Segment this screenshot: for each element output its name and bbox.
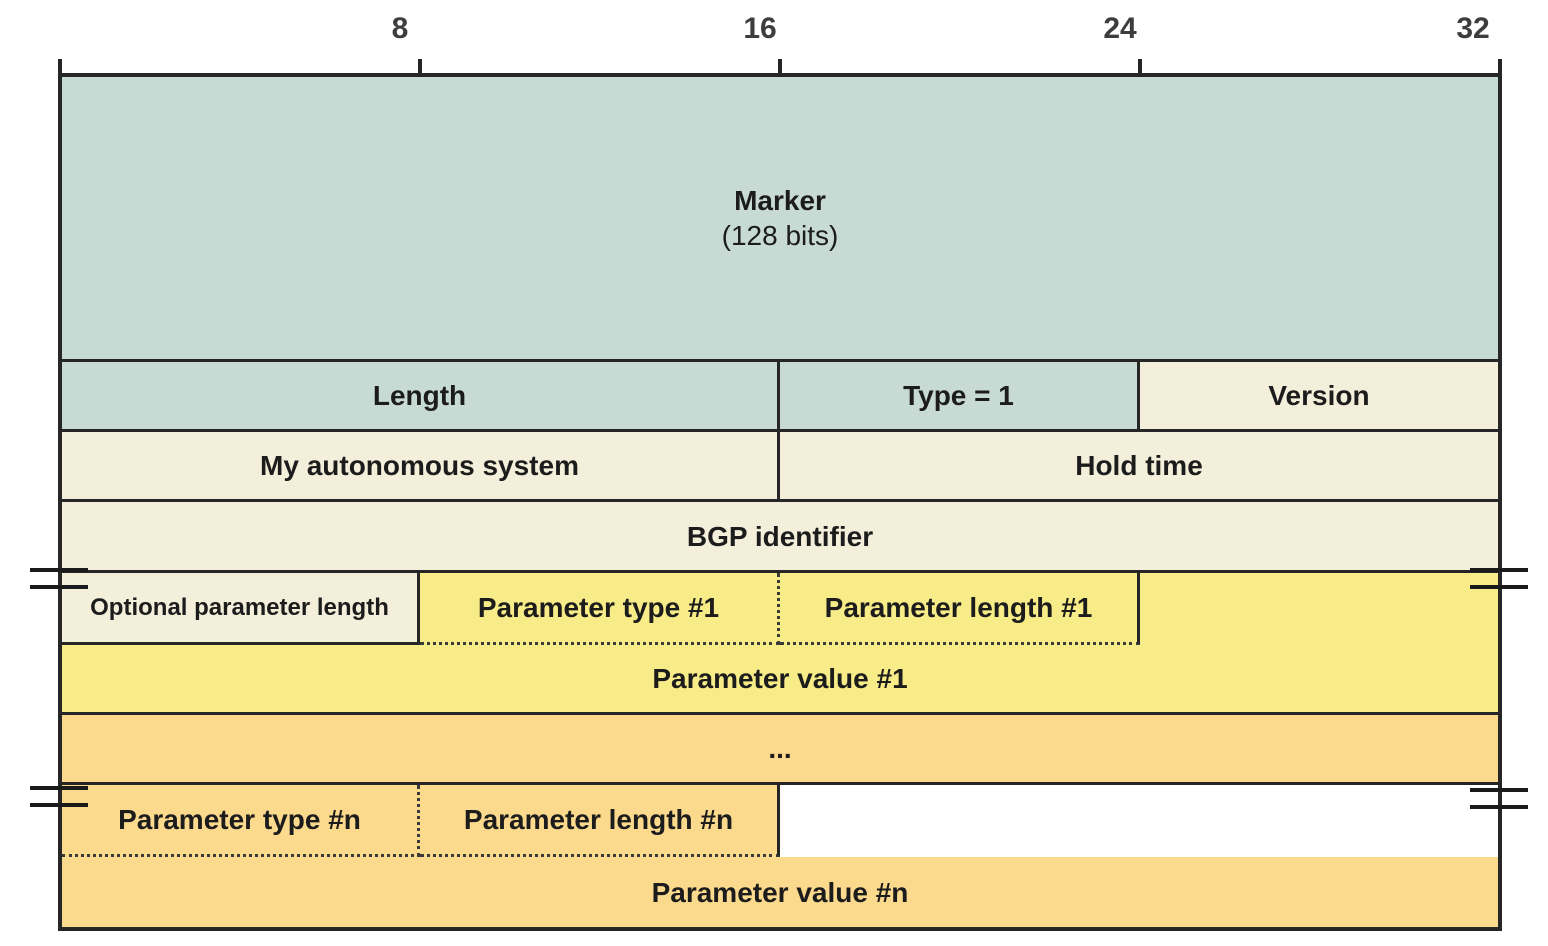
marker-title: Marker	[734, 185, 826, 216]
field-parameter-value-1: Parameter value #1	[62, 645, 1498, 715]
marker-size: (128 bits)	[721, 220, 839, 251]
ruler-label-32: 32	[1456, 12, 1490, 45]
break-mark-left-1b	[30, 585, 88, 589]
packet-rows: Marker (128 bits) Length Type = 1 Versio…	[62, 77, 1498, 927]
field-parameter-type-1: Parameter type #1	[420, 573, 780, 645]
field-parameter-type-n: Parameter type #n	[62, 785, 420, 857]
ruler-label-16: 16	[743, 12, 777, 45]
ruler-tick-0	[58, 59, 62, 77]
packet-frame: Marker (128 bits) Length Type = 1 Versio…	[58, 73, 1502, 931]
ruler-tick-24	[1138, 59, 1142, 77]
ruler-tick-16	[778, 59, 782, 77]
break-mark-left-2a	[30, 786, 88, 790]
field-optional-parameter-length: Optional parameter length	[62, 573, 420, 645]
field-hold-time: Hold time	[780, 432, 1498, 502]
field-parameter-n-open-area	[780, 785, 1498, 857]
break-mark-right-1a	[1470, 568, 1528, 572]
field-parameter-value-n: Parameter value #n	[62, 857, 1498, 927]
field-parameter-1-open-area	[1140, 573, 1498, 645]
break-mark-right-1b	[1470, 585, 1528, 589]
field-length: Length	[62, 362, 780, 432]
ruler-label-8: 8	[391, 12, 409, 45]
field-marker: Marker (128 bits)	[62, 77, 1498, 362]
field-version: Version	[1140, 362, 1498, 432]
field-bgp-identifier: BGP identifier	[62, 502, 1498, 573]
break-mark-right-2a	[1470, 788, 1528, 792]
break-mark-left-2b	[30, 803, 88, 807]
field-type: Type = 1	[780, 362, 1140, 432]
field-continuation: ...	[62, 715, 1498, 785]
ruler-tick-8	[418, 59, 422, 77]
break-mark-left-1a	[30, 568, 88, 572]
break-mark-right-2b	[1470, 805, 1528, 809]
field-marker-label: Marker (128 bits)	[722, 183, 839, 253]
ruler-label-24: 24	[1103, 12, 1137, 45]
field-my-autonomous-system: My autonomous system	[62, 432, 780, 502]
ruler-tick-32	[1498, 59, 1502, 77]
field-parameter-length-1: Parameter length #1	[780, 573, 1140, 645]
field-parameter-length-n: Parameter length #n	[420, 785, 780, 857]
